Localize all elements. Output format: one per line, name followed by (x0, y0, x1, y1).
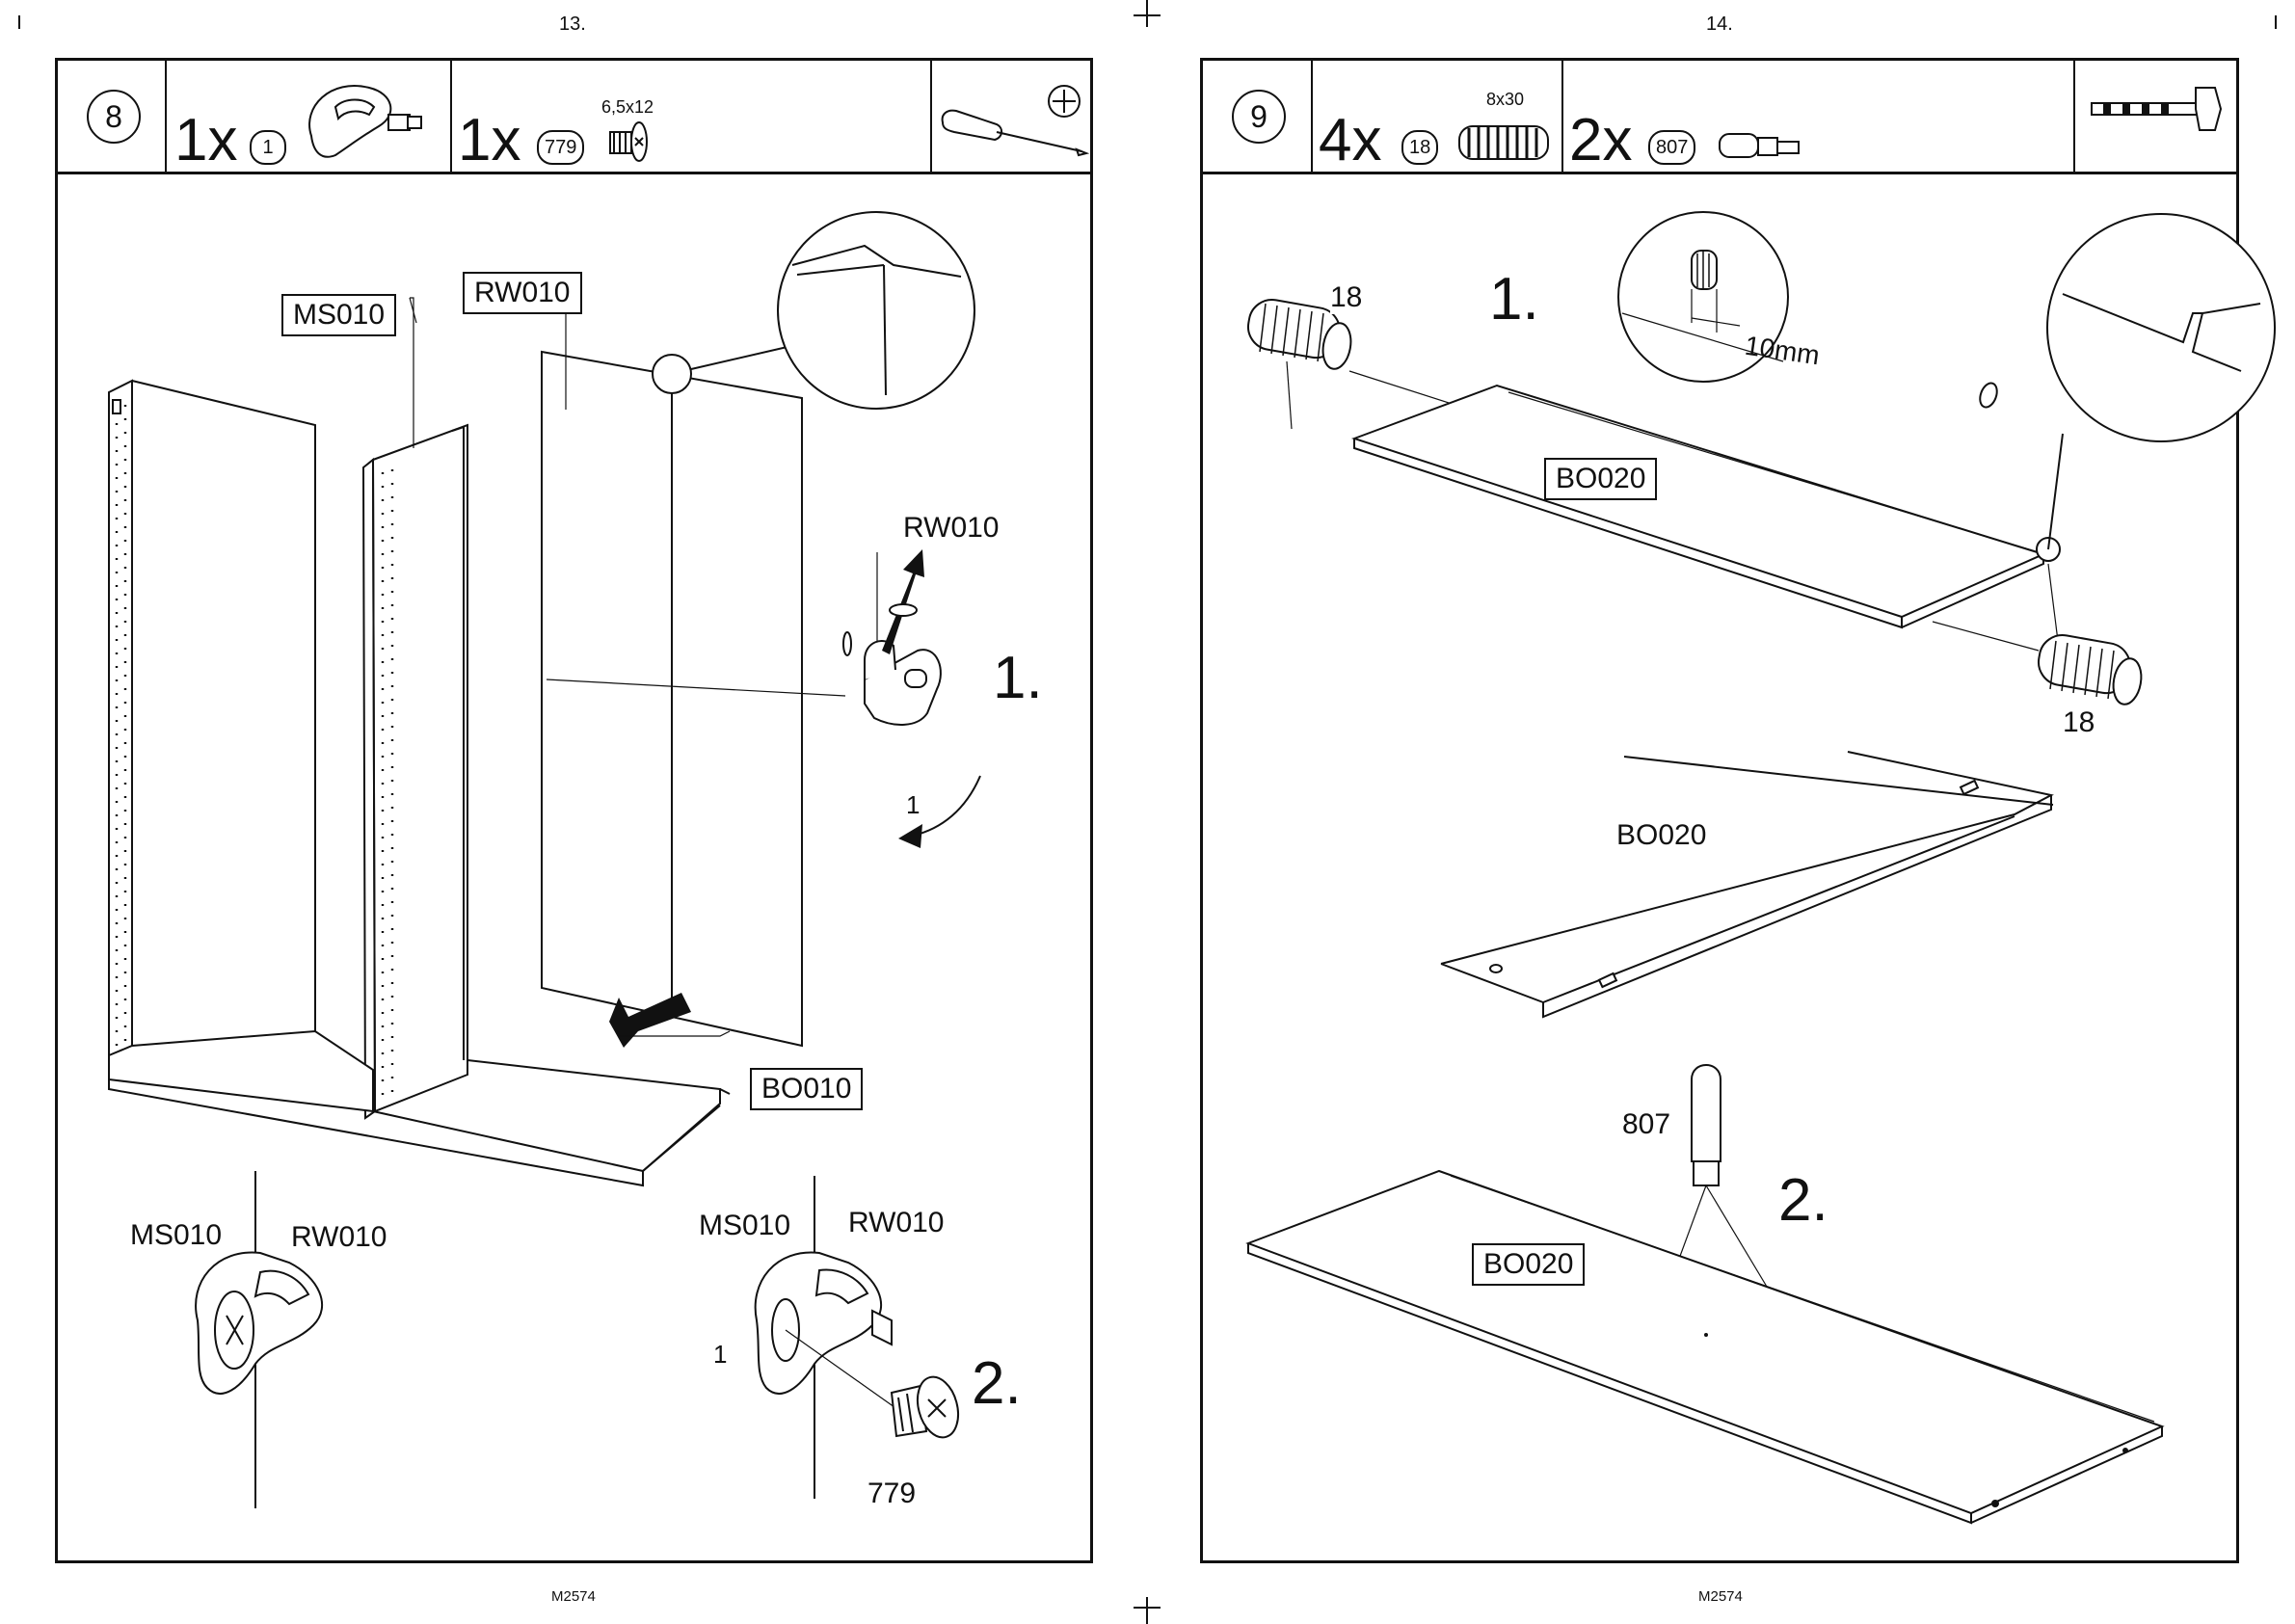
part-cell-dowel: 4x 18 8x30 (1313, 61, 1563, 172)
substep-2-left: 2. (972, 1349, 1022, 1418)
part-id-circle: 18 (1401, 130, 1438, 165)
substep-1-right: 1. (1489, 265, 1539, 333)
detail-right-ms010: MS010 (699, 1210, 790, 1242)
tool-cell (2075, 61, 2242, 172)
label-bo020-top: BO020 (1544, 458, 1657, 500)
label-ms010: MS010 (281, 294, 396, 336)
substep-1-left: 1. (993, 644, 1043, 712)
footer-code-left: M2574 (551, 1588, 596, 1605)
part-dimension: 8x30 (1486, 90, 1524, 110)
detail-part-label: 1 (713, 1340, 727, 1370)
part-cell-cam: 1x 1 (167, 61, 452, 172)
label-bo010: BO010 (750, 1068, 863, 1110)
detail-left-rw010: RW010 (291, 1221, 387, 1254)
label-bo020-middle: BO020 (1616, 819, 1706, 852)
screwdriver-phillips-icon (937, 70, 1091, 167)
part-dimension: 6,5x12 (601, 97, 654, 118)
tool-cell (932, 61, 1096, 172)
dowel-label-top: 18 (1330, 281, 1362, 314)
part-id-circle: 807 (1648, 130, 1695, 165)
detail-left-ms010: MS010 (130, 1219, 222, 1252)
parts-header: 9 4x 18 8x30 2x 807 (1203, 61, 2236, 174)
cam-part-label: 1 (906, 790, 920, 820)
part-quantity: 2x (1569, 111, 1632, 171)
part-cell-screw: 1x 779 6,5x12 (452, 61, 932, 172)
page-number-right: 14. (1706, 13, 1733, 36)
cam-lock-icon (292, 68, 437, 165)
shelf-dowel-drawing (1200, 169, 2239, 1566)
page-number-left: 13. (559, 13, 586, 36)
label-bo020-bottom: BO020 (1472, 1243, 1585, 1286)
dowel-label-bottom: 18 (2063, 706, 2095, 739)
step-number-circle: 8 (87, 90, 141, 144)
label-rw010-cam: RW010 (903, 512, 1000, 545)
part-quantity: 4x (1319, 111, 1381, 171)
label-rw010: RW010 (463, 272, 582, 314)
step-cell: 8 (58, 61, 167, 172)
footer-code-right: M2574 (1698, 1588, 1743, 1605)
parts-header: 8 1x 1 1x 779 6,5x12 (58, 61, 1090, 174)
screw-label: 779 (867, 1478, 916, 1510)
peg-label-807: 807 (1622, 1108, 1670, 1141)
cam-detail-left-drawing (173, 1171, 424, 1422)
substep-2-right: 2. (1778, 1166, 1828, 1235)
shelf-peg-icon (1716, 124, 1812, 173)
step-cell: 9 (1203, 61, 1313, 172)
part-quantity: 1x (174, 111, 237, 171)
part-id-circle: 779 (537, 130, 584, 165)
detail-right-rw010: RW010 (848, 1207, 945, 1239)
step-number-circle: 9 (1232, 90, 1286, 144)
hammer-icon (2080, 70, 2234, 167)
part-cell-peg: 2x 807 (1563, 61, 2075, 172)
wooden-dowel-icon (1455, 119, 1561, 167)
part-id-circle: 1 (250, 130, 286, 165)
part-quantity: 1x (458, 111, 520, 171)
